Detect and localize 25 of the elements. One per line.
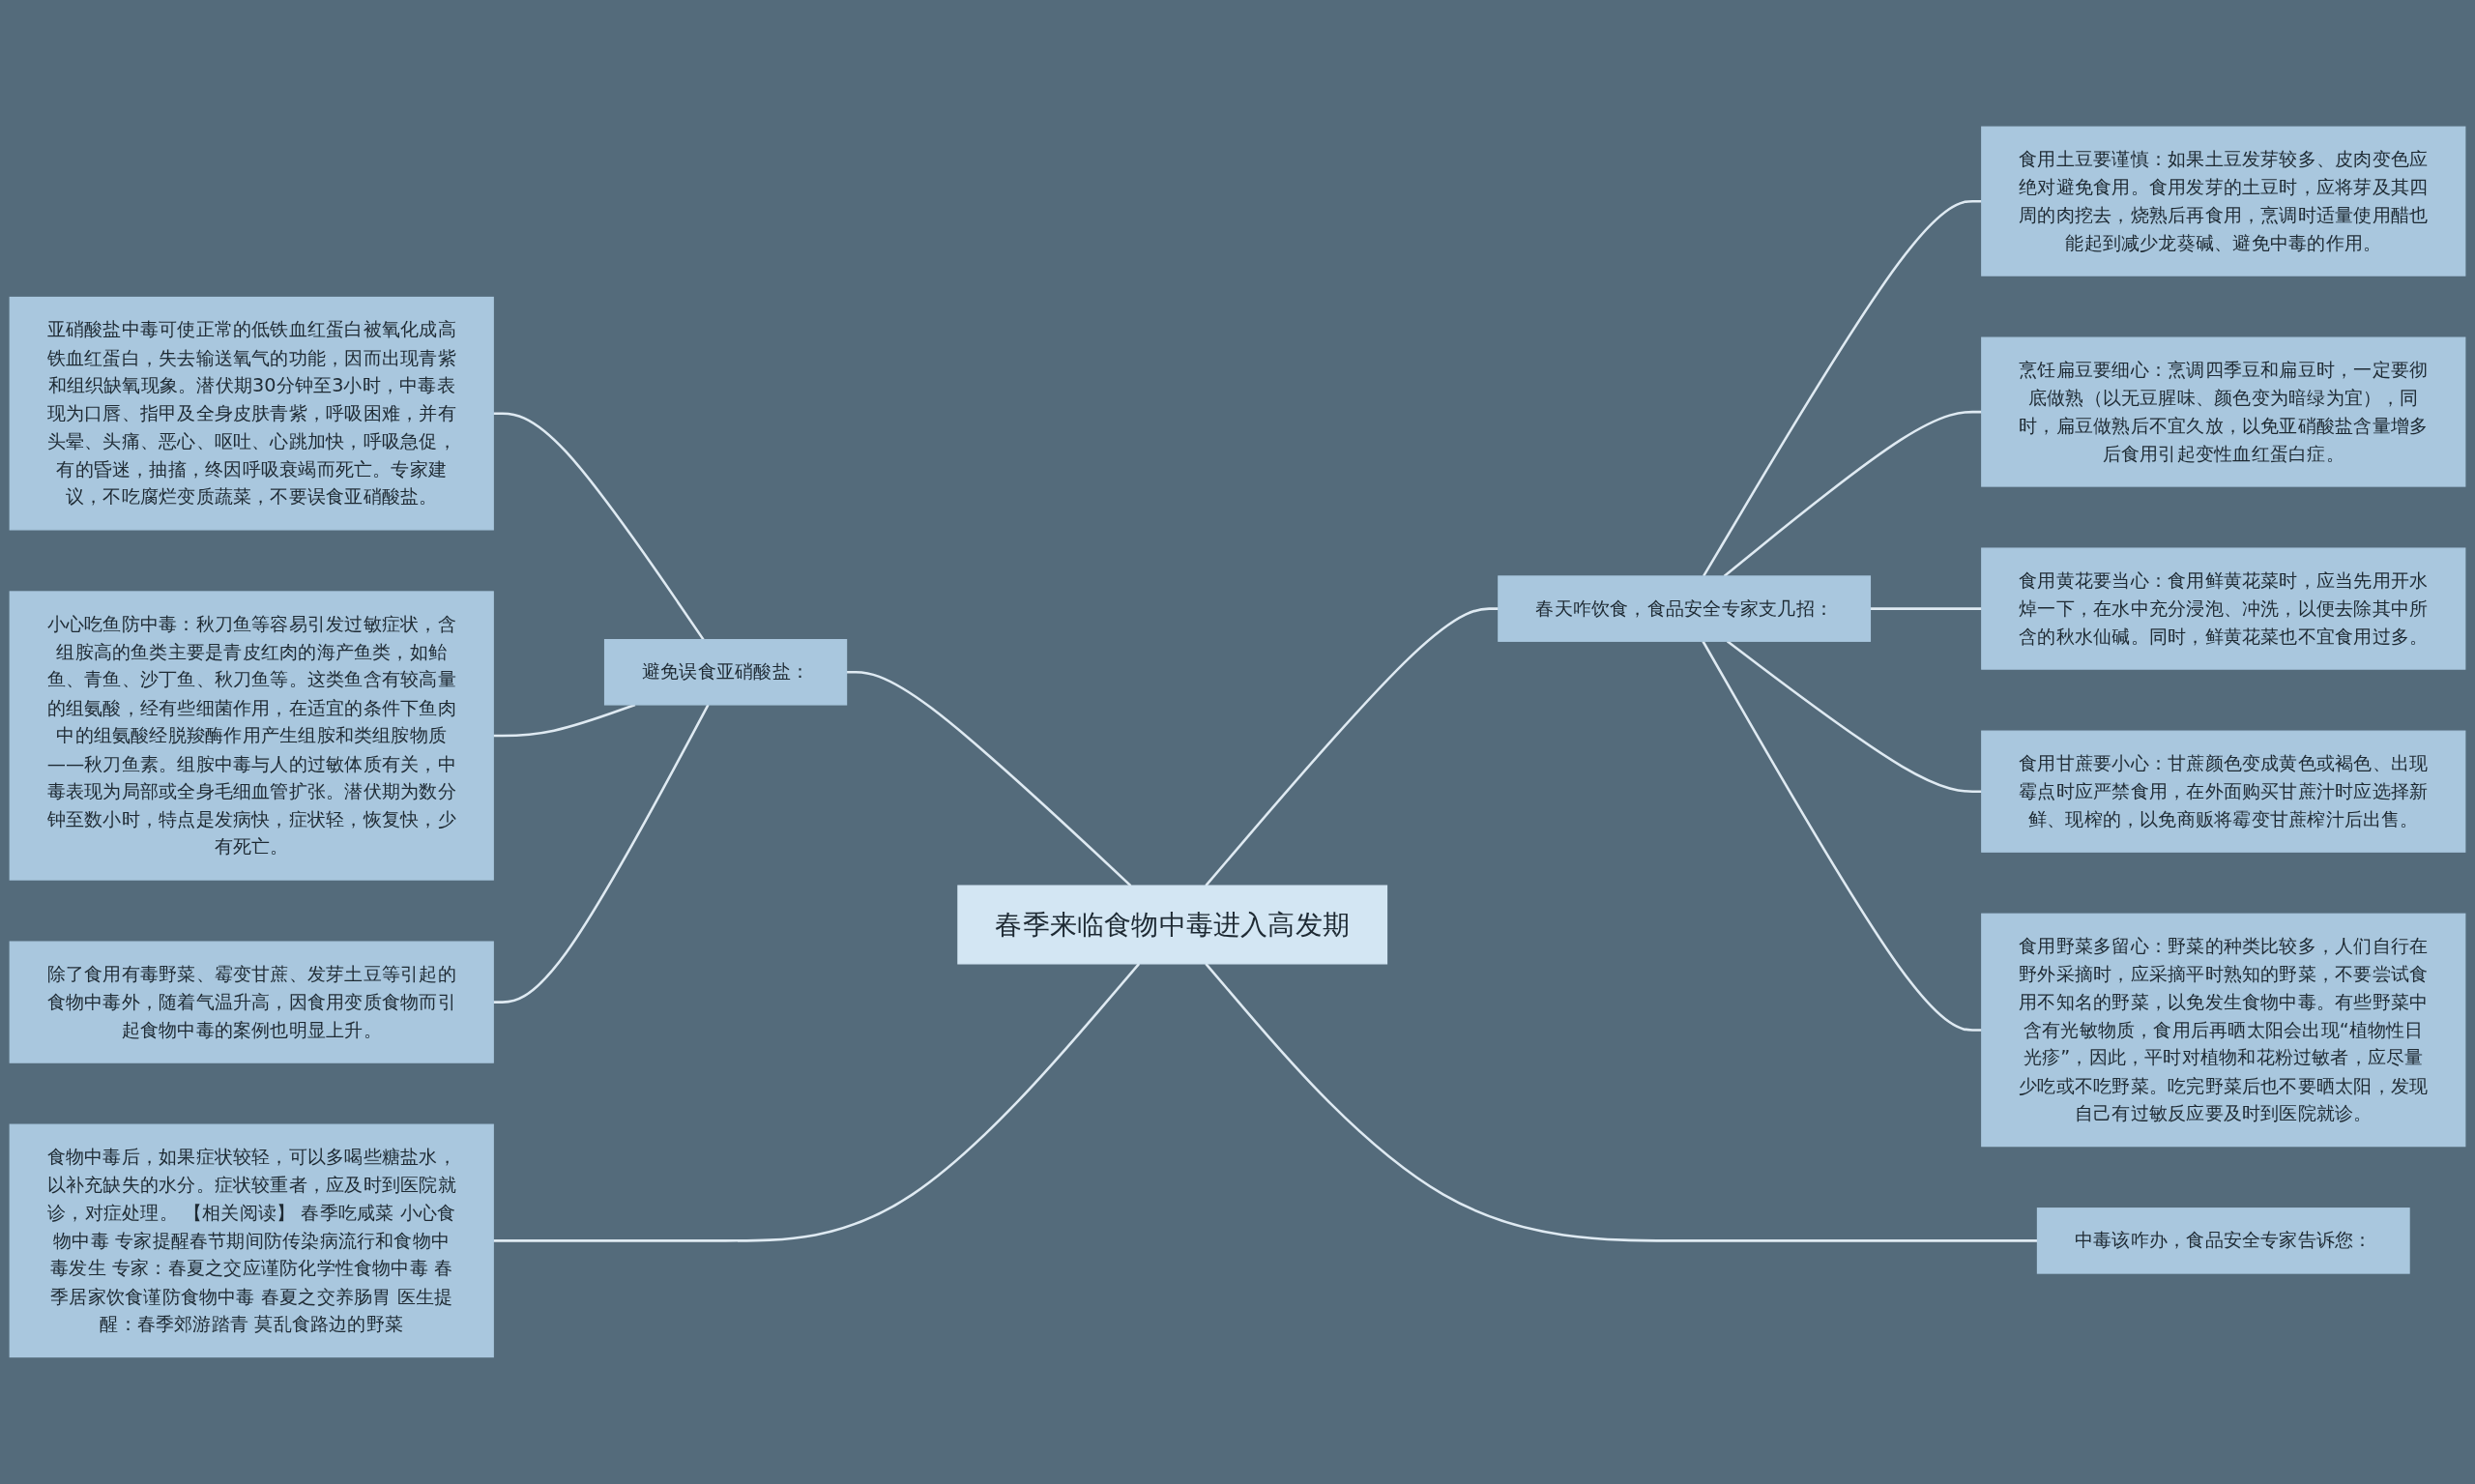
node-box (9, 1123, 494, 1358)
connector (1723, 410, 1982, 578)
connector (493, 704, 710, 1004)
node-box (9, 941, 494, 1063)
node-box (9, 591, 494, 881)
connector (1702, 640, 1982, 1032)
connector (1726, 640, 1982, 794)
connector (1703, 200, 1982, 577)
connector (493, 963, 1141, 1242)
connector (493, 412, 705, 641)
connector (846, 671, 1132, 887)
node-box (603, 639, 848, 706)
node-box (9, 296, 494, 531)
connector (1870, 607, 1982, 610)
node-box (1981, 547, 2466, 670)
node-box (1981, 913, 2466, 1148)
node-box (1981, 730, 2466, 853)
node-box (2036, 1208, 2410, 1274)
node-box (1981, 336, 2466, 487)
node-box (1498, 575, 1872, 642)
node-box (957, 885, 1388, 965)
mind-map-drawing: 春季来临食物中毒进入高发期 避免误食亚硝酸盐： 亚硝酸盐中毒可使正常的低铁血红蛋白被氧化成高铁血红蛋白，失去输送氧气的功能，因而出现青紫和组织缺氧现象。潜伏期30分钟至3小时，中毒表现为口唇、指甲及全身皮肤青紫，呼吸困难，并有头晕、头痛、恶心、呕吐、心跳加快，呼吸急促，有的昏迷，抽搐，终因呼吸衰竭而死亡。专家建议，不吃腐烂变质蔬菜，不要误食亚硝酸盐。 小心吃鱼防中毒：秋刀鱼等容易引发过敏症状，含组胺高的鱼类主要是青皮红肉的海产鱼类，如鲐鱼、青鱼、沙丁鱼、秋刀鱼等。这类鱼含有较高量的组氨酸，经有些细菌作用，在适宜的条件下鱼肉中的组氨酸经脱羧酶作用产生组胺和类组胺物质——秋刀鱼素。组胺中毒与人的过敏体质有关，中毒表现为局部或全身毛细血管扩张。潜伏期为数分钟至数小时，特点是发病快，症状轻，恢复快，少有死亡。 除了食用有毒野菜、霉变甘蔗、发芽土豆等引起的食物中毒外，随着气温升高，因食用变质食物而引起食物中毒的案例也明显上升。 食物中毒后，如果症状较轻，可以多喝些糖盐水，以补充缺失的水分。症状较重者，应及时到医院就诊，对症处理。 【相关阅读】 春季吃咸菜 小心食物中毒 专家提醒春节期间防传染病流行和食物中毒发生 专家：春夏之交应谨防化学性食物中毒 春季居家饮食谨防食物中毒 春夏之交养肠胃 医生提醒：春季郊游踏青 莫乱食路边的野菜 春天咋饮食，食品安全专家支几招： 食用土豆要谨慎：如果土豆发芽较多、皮肉变色应绝对避免食用。食用发芽的土豆时，应将芽及其四周的肉挖去，烧熟后再食用，烹调时适量使用醋也能起到减少龙葵碱、避免中毒的作用。 烹饪扁豆要细心：烹调四季豆和扁豆时，一定要彻底做熟（以无豆腥味、颜色变为暗绿为宜），同时，扁豆做熟后不宜久放，以免亚硝酸盐含量增多后食用引起变性血红蛋白症。 食用黄花要当心：食用鲜黄花菜时，应当先用开水焯一下，在水中充分浸泡、冲洗，以便去除其中所含的秋水仙碱。同时，鲜黄花菜也不宜食用过多。 食用甘蔗要小心：甘蔗颜色变成黄色或褐色、出现霉点时应严禁食用，在外面购买甘蔗汁时应选择新鲜、现榨的，以免商贩将霉变甘蔗榨汁后出售。 食用野菜多留心：野菜的种类比较多，人们自行在野外采摘时，应采摘平时熟知的野菜，不要尝试食用不知名的野菜，以免发生食物中毒。有些野菜中含有光敏物质，食用后再晒太阳会出现“植物性日光疹”，因此，平时对植物和花粉过敏者，应尽量少吃或不吃野菜。吃完野菜后也不要晒太阳，发现自己有过敏反应要及时到医院就诊。 中毒该咋办，食品安全专家告诉您： (0, 117, 2475, 1367)
node-box (1981, 126, 2466, 276)
connector (1205, 963, 2038, 1242)
connector (1205, 607, 1499, 887)
